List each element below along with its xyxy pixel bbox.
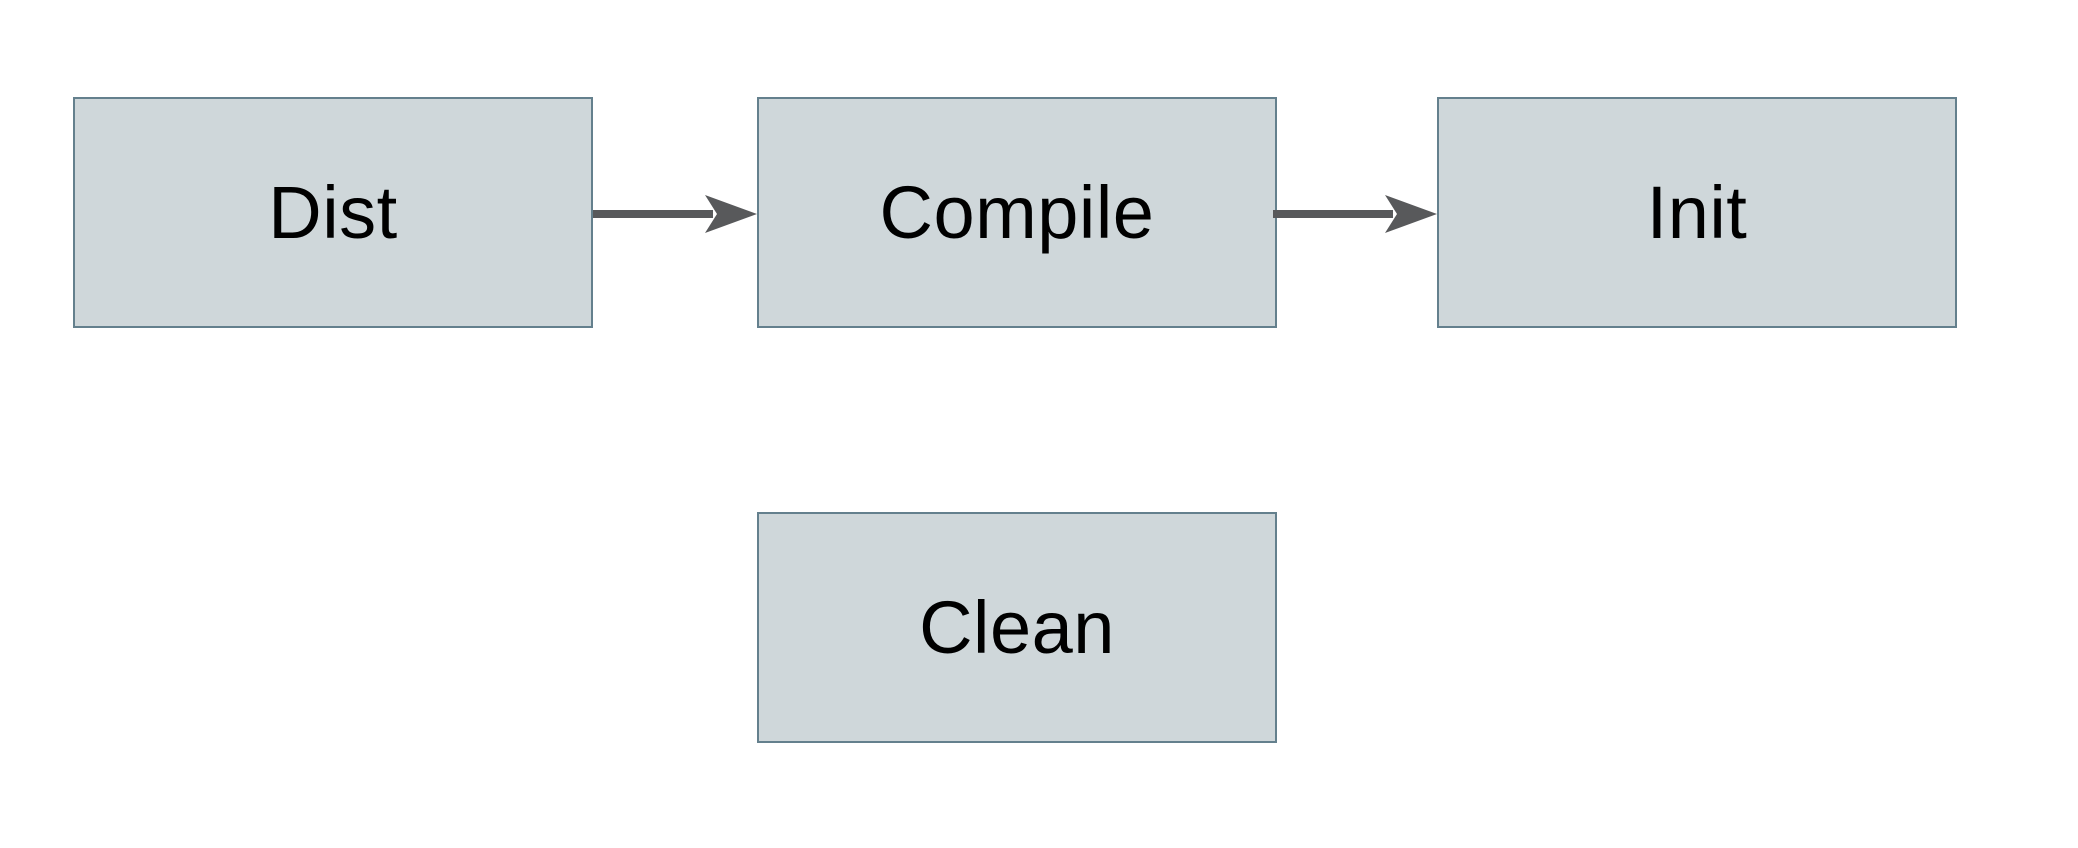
node-init[interactable]: Init xyxy=(1437,97,1957,328)
arrow-compile-to-init-icon xyxy=(1273,195,1437,233)
node-compile-label: Compile xyxy=(879,171,1155,254)
node-clean[interactable]: Clean xyxy=(757,512,1277,743)
arrow-dist-to-compile-icon xyxy=(593,195,757,233)
node-compile[interactable]: Compile xyxy=(757,97,1277,328)
node-dist[interactable]: Dist xyxy=(73,97,593,328)
node-init-label: Init xyxy=(1646,171,1748,254)
node-clean-label: Clean xyxy=(919,586,1115,669)
node-dist-label: Dist xyxy=(268,171,398,254)
arrowhead-icon xyxy=(1385,195,1437,233)
arrowhead-icon xyxy=(705,195,757,233)
